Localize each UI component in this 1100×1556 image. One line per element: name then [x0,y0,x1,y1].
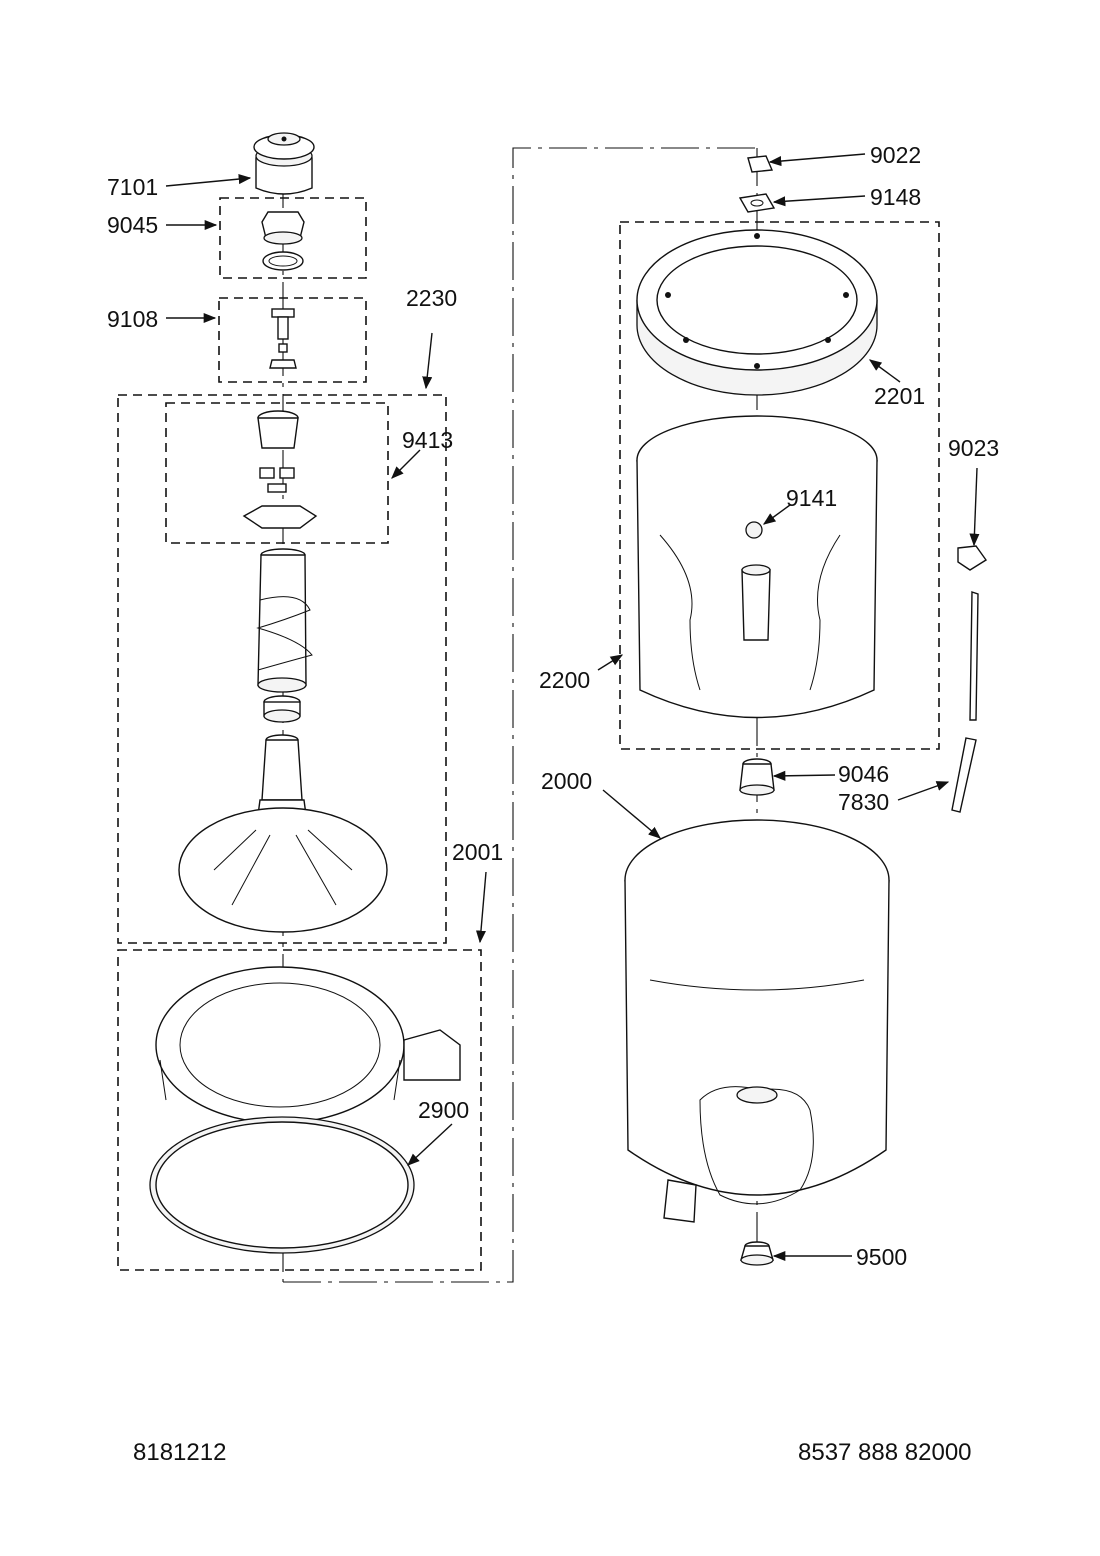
leader-9141 [762,504,791,525]
callout-7830: 7830 [838,789,889,815]
footer-left-code: 8181212 [133,1439,226,1466]
leader-9413 [391,449,421,479]
part-2900-gasket [149,1116,415,1254]
leader-9022 [768,153,866,167]
callout-9022: 9022 [870,142,921,168]
leader-7830 [897,781,950,801]
group-frame-9108 [218,297,367,383]
part-7101-cap [253,132,315,195]
part-2201-ring [636,229,878,396]
group-frame-2200 [619,221,940,750]
part-9045-set [261,211,305,271]
leader-2001 [475,871,487,944]
callout-2000: 2000 [541,768,592,794]
leader-2200 [597,654,624,671]
callout-9023: 9023 [948,435,999,461]
group-frame-2001 [117,949,482,1271]
part-agitator-base [178,734,388,933]
callout-2001: 2001 [452,839,503,865]
part-9500-plug [740,1241,774,1266]
footer-right-code: 8537 888 82000 [798,1439,972,1466]
callout-7101: 7101 [107,174,158,200]
leader-9148 [772,195,866,207]
group-frame-9413 [165,402,389,544]
part-auger [256,548,313,693]
part-drive-ring [263,695,301,723]
axis-connector [283,147,757,1283]
leader-9023 [969,467,980,547]
part-2200-basket [636,415,878,719]
callout-9046: 9046 [838,761,889,787]
part-9023-clip [957,545,988,571]
leader-9046 [772,770,836,781]
group-frame-2230 [117,394,447,944]
part-9022-clip [747,155,774,173]
callout-9141: 9141 [786,485,837,511]
part-9148-washer [738,193,776,213]
callout-2201: 2201 [874,383,925,409]
leader-7101 [165,174,252,187]
leader-2230 [422,332,433,390]
leader-2000 [602,789,661,839]
callout-2200: 2200 [539,667,590,693]
callout-9413: 9413 [402,427,453,453]
callout-2900: 2900 [418,1097,469,1123]
leader-2900 [407,1123,453,1166]
part-9046-coupler [739,758,775,796]
part-9108-bolt [269,308,297,369]
group-frame-9045 [219,197,367,279]
callout-9045: 9045 [107,212,158,238]
callout-9148: 9148 [870,184,921,210]
part-2001-housing [155,966,461,1124]
part-2000-tub [624,819,890,1223]
leader-2201 [868,359,901,383]
callout-2230: 2230 [406,285,457,311]
part-7830-hose [951,591,979,813]
callout-9108: 9108 [107,306,158,332]
callout-9500: 9500 [856,1244,907,1270]
part-9413-set [242,410,318,529]
